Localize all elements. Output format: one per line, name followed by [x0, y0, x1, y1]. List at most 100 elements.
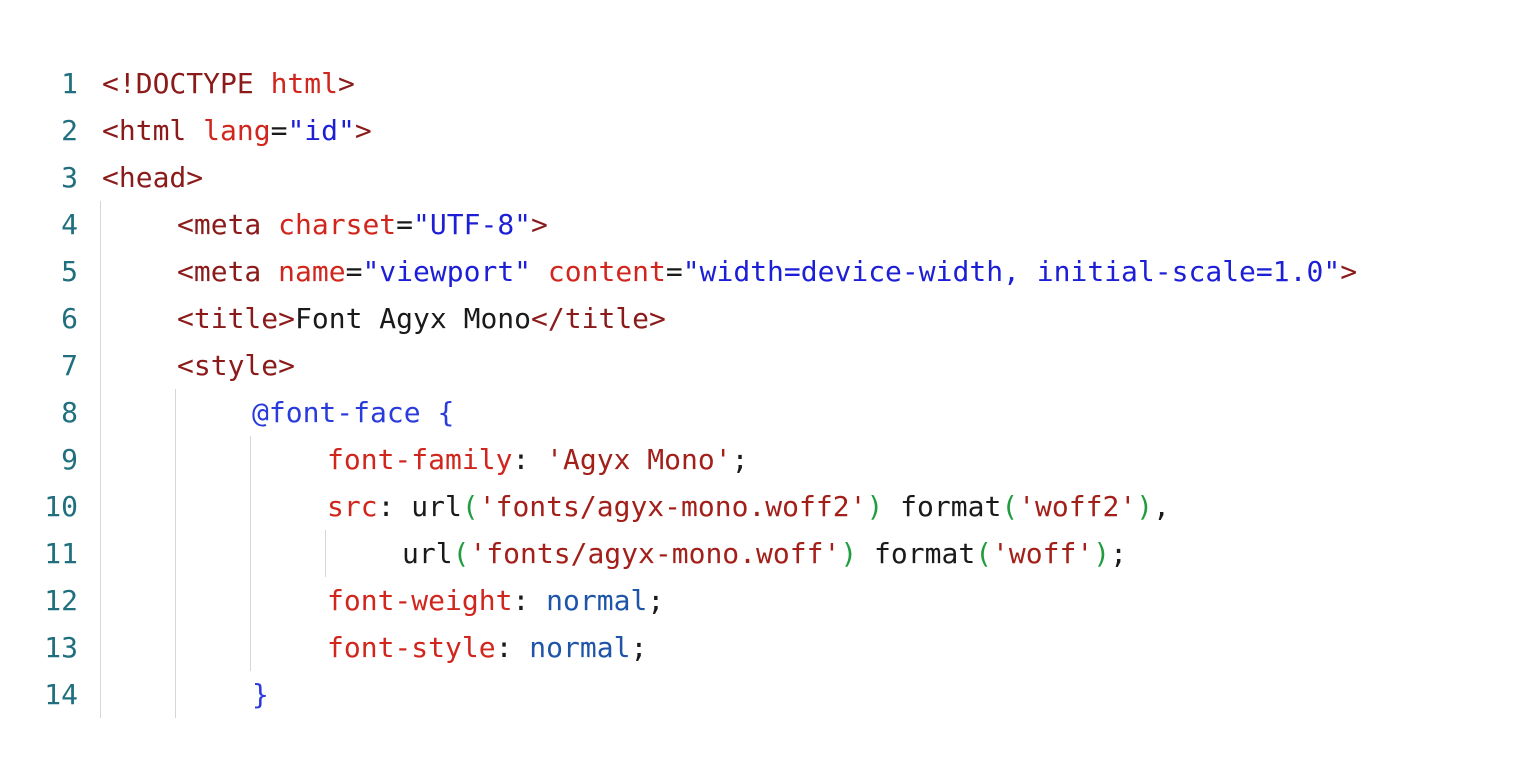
code-token: ;	[647, 584, 665, 617]
indent-guide	[250, 436, 251, 483]
line-number: 3	[61, 161, 78, 194]
code-line[interactable]: 4 <meta charset="UTF-8">	[0, 201, 1536, 248]
code-line[interactable]: 12 font-weight: normal;	[0, 577, 1536, 624]
code-token: "viewport"	[362, 255, 548, 288]
code-token: "id"	[287, 114, 355, 147]
line-number: 9	[61, 443, 78, 476]
code-token: <meta	[177, 208, 279, 241]
code-line[interactable]: 10 src: url('fonts/agyx-mono.woff2') form…	[0, 483, 1536, 530]
code-editor[interactable]: 1<!DOCTYPE html>2<html lang="id">3<head>…	[0, 60, 1536, 718]
code-token: >	[354, 114, 372, 147]
code-text[interactable]: src: url('fonts/agyx-mono.woff2') format…	[327, 483, 1170, 530]
code-token: 'fonts/agyx-mono.woff2'	[478, 490, 867, 523]
code-token: (	[461, 490, 479, 523]
code-text[interactable]: <!DOCTYPE html>	[102, 60, 355, 107]
indent-guide	[100, 530, 101, 577]
code-token: ;	[630, 631, 648, 664]
indent-guide	[175, 436, 176, 483]
code-text[interactable]: }	[252, 671, 269, 718]
code-token: (	[975, 537, 993, 570]
line-number: 8	[61, 396, 78, 429]
line-number: 5	[61, 255, 78, 288]
code-token: (	[452, 537, 470, 570]
line-number: 2	[61, 114, 78, 147]
indent-guide	[100, 295, 101, 342]
code-text[interactable]: font-weight: normal;	[327, 577, 664, 624]
code-token: name	[278, 255, 346, 288]
code-token: format	[883, 490, 1002, 523]
code-token: <meta	[177, 255, 279, 288]
indent-guide	[100, 248, 101, 295]
code-line[interactable]: 2 <html lang="id">	[0, 107, 1536, 154]
code-line[interactable]: 7 <style>	[0, 342, 1536, 389]
code-token: lang	[203, 114, 271, 147]
code-token: }	[252, 678, 269, 711]
code-token: )	[840, 537, 858, 570]
code-text[interactable]: <html lang="id">	[102, 107, 372, 154]
code-token: normal	[529, 631, 631, 664]
code-line[interactable]: 1 <!DOCTYPE html>	[0, 60, 1536, 107]
line-number: 1	[61, 67, 78, 100]
code-token: 'woff2'	[1018, 490, 1137, 523]
code-text[interactable]: @font-face {	[252, 389, 454, 436]
code-token: >	[531, 208, 548, 241]
code-text[interactable]: <head>	[102, 154, 203, 201]
code-token: <head>	[102, 161, 204, 194]
line-number: 4	[61, 208, 78, 241]
indent-guide	[175, 577, 176, 624]
code-token: "width=device-width, initial-scale=1.0"	[682, 255, 1341, 288]
code-token: 'fonts/agyx-mono.woff'	[469, 537, 841, 570]
indent-guide	[100, 624, 101, 671]
code-token: :	[495, 631, 530, 664]
line-number: 10	[44, 490, 78, 523]
code-token: font-weight	[327, 584, 513, 617]
code-line[interactable]: 3 <head>	[0, 154, 1536, 201]
code-text[interactable]: <meta name="viewport" content="width=dev…	[177, 248, 1357, 295]
code-text[interactable]: url('fonts/agyx-mono.woff') format('woff…	[402, 530, 1127, 577]
code-text[interactable]: <style>	[177, 342, 295, 389]
code-token: <style>	[177, 349, 296, 382]
code-text[interactable]: <meta charset="UTF-8">	[177, 201, 548, 248]
line-number: 14	[44, 678, 78, 711]
code-token: html	[270, 67, 339, 100]
code-text[interactable]: font-style: normal;	[327, 624, 647, 671]
code-line[interactable]: 11 url('fonts/agyx-mono.woff') format('wo…	[0, 530, 1536, 577]
code-text[interactable]: font-family: 'Agyx Mono';	[327, 436, 748, 483]
line-number: 12	[44, 584, 78, 617]
code-text[interactable]: <title>Font Agyx Mono</title>	[177, 295, 666, 342]
code-token: :	[512, 443, 547, 476]
code-token: </title>	[531, 302, 666, 335]
code-token: >	[1340, 255, 1358, 288]
code-token: >	[338, 67, 355, 100]
code-token: <html	[102, 114, 204, 147]
indent-guide	[175, 389, 176, 436]
code-line[interactable]: 9 font-family: 'Agyx Mono';	[0, 436, 1536, 483]
indent-guide	[175, 671, 176, 718]
code-line[interactable]: 6<title>Font Agyx Mono</title>	[0, 295, 1536, 342]
code-token: : url	[377, 490, 462, 523]
code-token: content	[547, 255, 666, 288]
code-token: )	[866, 490, 884, 523]
indent-guide	[100, 671, 101, 718]
code-token: 'woff'	[992, 537, 1094, 570]
code-line[interactable]: 14}	[0, 671, 1536, 718]
line-number: 11	[44, 537, 78, 570]
code-token: <!DOCTYPE	[102, 67, 271, 100]
indent-guide	[250, 483, 251, 530]
code-token: =	[396, 208, 414, 241]
code-token: ;	[731, 443, 749, 476]
code-line[interactable]: 5<meta name="viewport" content="width=de…	[0, 248, 1536, 295]
indent-guide	[100, 483, 101, 530]
indent-guide	[325, 530, 326, 577]
indent-guide	[250, 577, 251, 624]
code-line[interactable]: 8 @font-face {	[0, 389, 1536, 436]
code-token: =	[665, 255, 683, 288]
code-token: url	[402, 537, 453, 570]
code-token: Font Agyx Mono	[295, 302, 532, 335]
code-token: "UTF-8"	[413, 208, 532, 241]
code-token: ;	[1110, 537, 1127, 570]
code-token: (	[1001, 490, 1019, 523]
line-number: 7	[61, 349, 78, 382]
indent-guide	[175, 530, 176, 577]
